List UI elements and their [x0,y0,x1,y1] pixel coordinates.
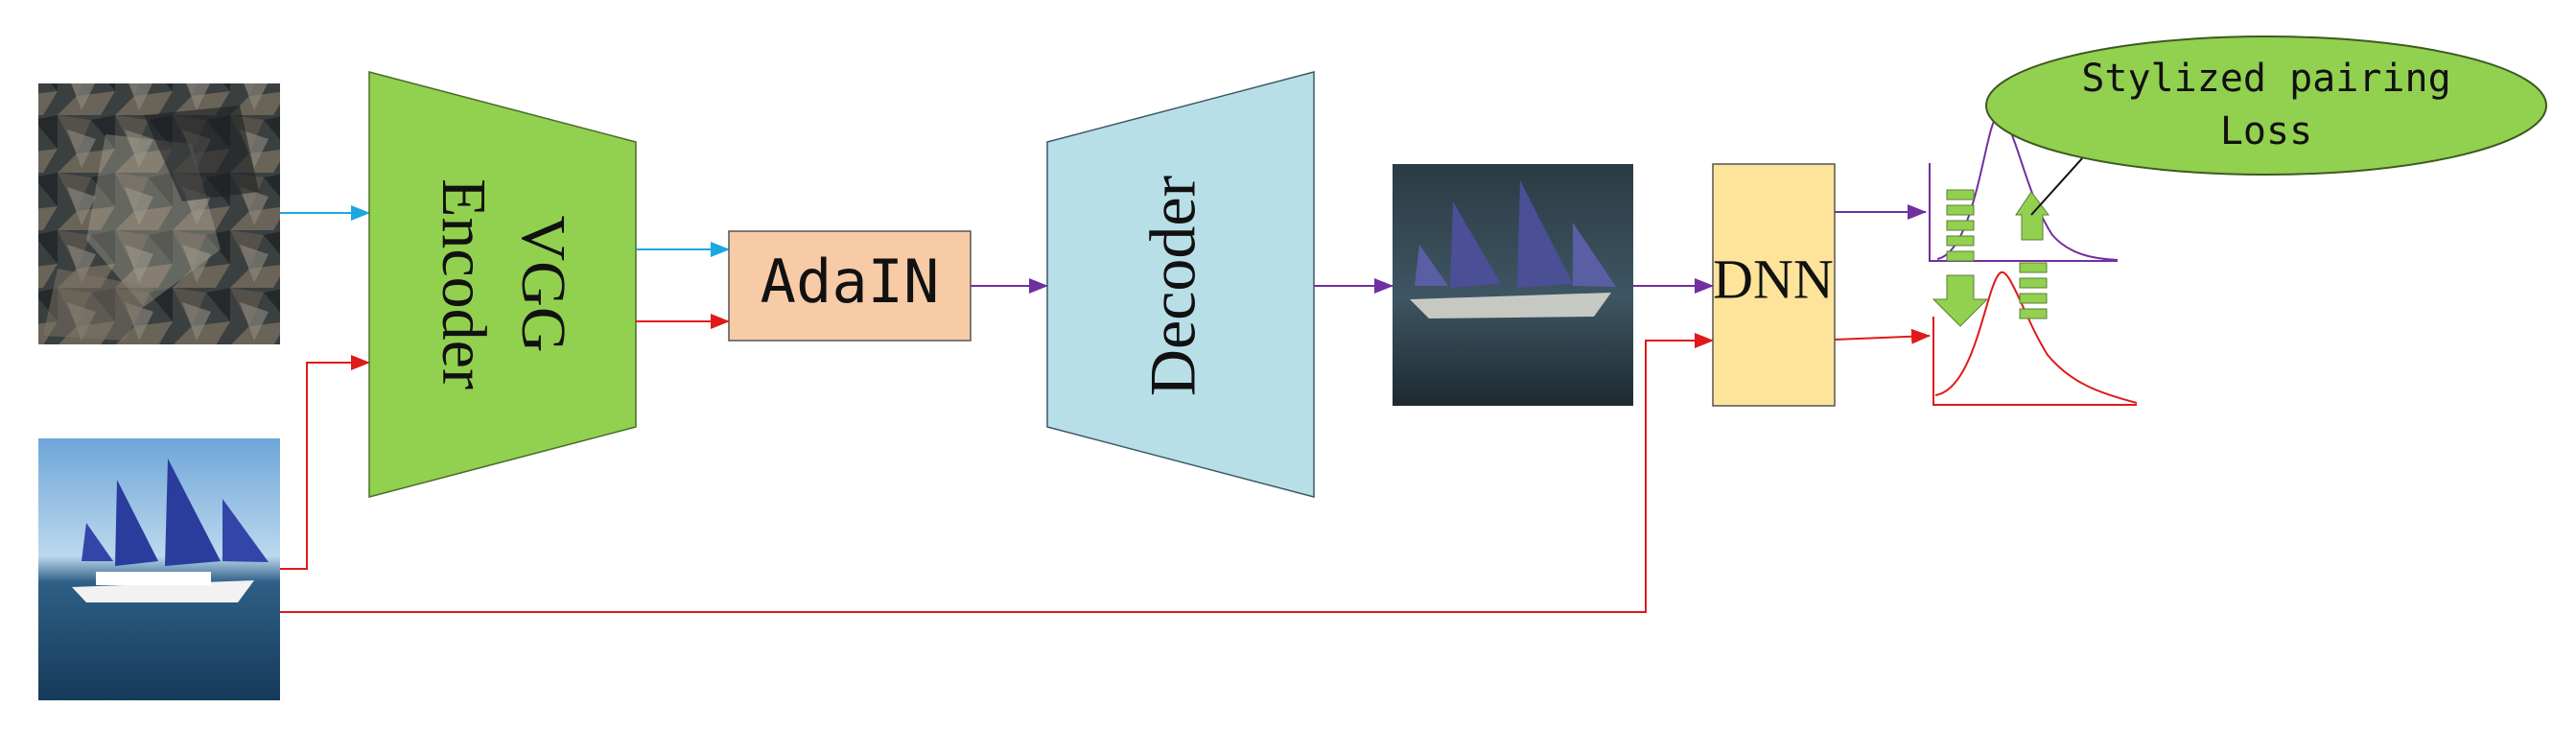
loss-callout: Stylized pairing Loss [1985,35,2547,216]
content-image [38,438,280,700]
content-dist-curve [1934,271,2138,404]
up-arrow-icon [2015,191,2049,319]
dnn-label: DNN [1713,248,1834,310]
content-dist-axes [1932,317,2137,406]
down-arrow-icon [1932,189,1989,327]
decoder-block: Decoder [1046,71,1315,498]
vgg-encoder-block: VGG Encoder [368,71,637,498]
loss-label-line1: Stylized pairing [2081,57,2450,101]
vgg-encoder-label-line1: VGG [508,216,578,353]
arrow-content-to-encoder [280,355,370,570]
stylized-dist-axes [1929,163,2118,262]
adain-block: AdaIN [728,230,972,342]
arrow-dnn-to-content-dist [1834,328,1931,344]
arrow-content-to-dnn [280,333,1714,613]
vgg-encoder-label-line2: Encoder [429,178,499,389]
decoder-label: Decoder [1136,175,1209,396]
style-image [38,83,280,344]
dnn-block: DNN [1712,163,1836,407]
adain-label: AdaIN [761,247,940,317]
stylized-image [1393,164,1633,406]
loss-bubble [1985,35,2547,176]
loss-label-line2: Loss [2220,109,2312,153]
